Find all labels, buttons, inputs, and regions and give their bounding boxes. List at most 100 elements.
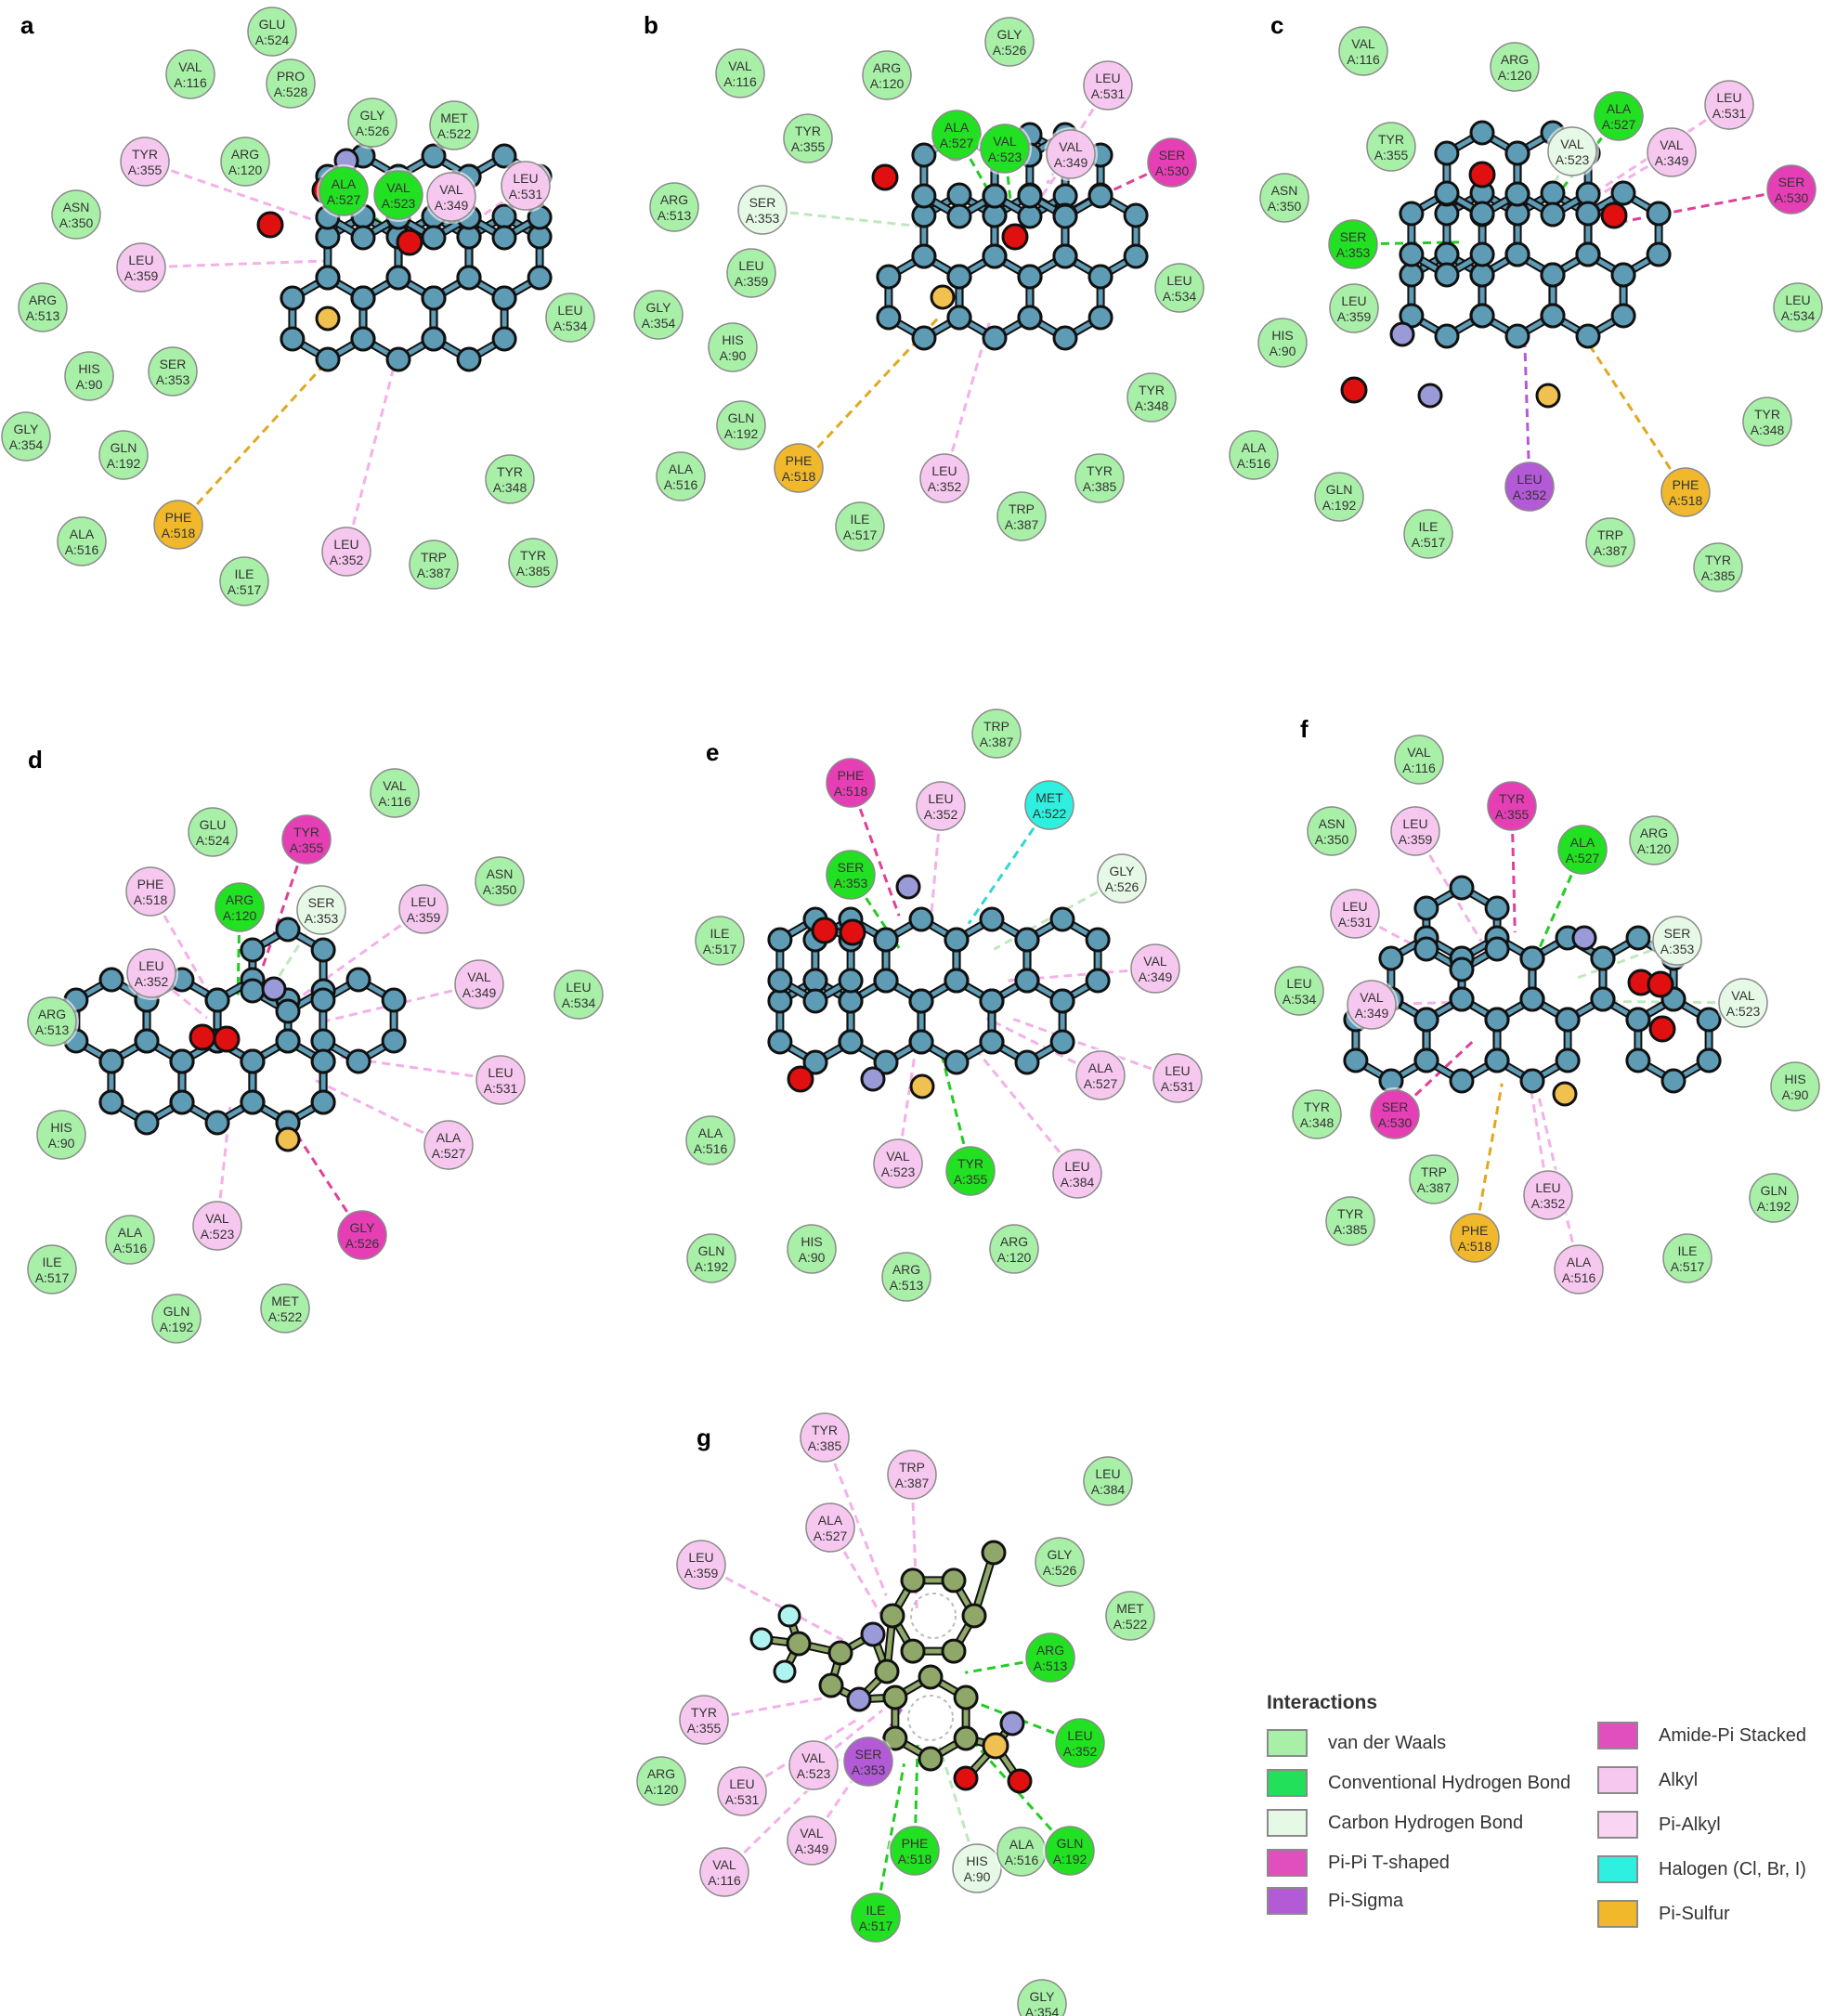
carbon-atom: [1343, 1047, 1369, 1073]
residue-disc: [475, 1055, 526, 1105]
residue-id: A:387: [980, 735, 1014, 749]
carbon-atom: [1049, 988, 1075, 1014]
carbon-atom: [345, 967, 371, 993]
residue-disc: [1330, 889, 1380, 939]
carbon-atom: [275, 1028, 301, 1054]
residue-disc: [188, 807, 238, 857]
residue-disc: [1075, 1050, 1126, 1100]
sulfur-atom: [930, 284, 956, 310]
carbon-atom: [1017, 183, 1043, 209]
residue-id: A:359: [407, 910, 441, 925]
residue-disc: [423, 1120, 474, 1170]
residue-name: LEU: [333, 537, 358, 552]
residue-disc: [105, 1215, 155, 1265]
carbon-atom: [1014, 1049, 1040, 1075]
residue-disc: [1126, 372, 1177, 423]
residue-disc: [1766, 164, 1816, 215]
oxygen-atom: [787, 1065, 814, 1093]
carbon-atom: [1085, 968, 1111, 994]
residue-id: A:349: [1655, 153, 1689, 168]
nitrogen-atom: [1571, 925, 1597, 951]
residue-id: A:531: [1161, 1079, 1195, 1094]
residue-name: ARG: [231, 147, 259, 162]
residue-disc: [27, 1244, 77, 1294]
carbon-atom: [1555, 1047, 1581, 1073]
carbon-atom: [911, 243, 937, 269]
residue-name: TYR: [1378, 132, 1404, 147]
residue-disc: [1, 411, 51, 462]
legend-swatch: [1597, 1766, 1638, 1794]
carbon-atom: [169, 1048, 195, 1074]
residue-id: A:534: [1781, 308, 1816, 323]
residue-id: A:385: [1701, 568, 1736, 583]
residue-name: ALA: [818, 1513, 843, 1528]
oxygen-atom: [1647, 970, 1674, 998]
residue-disc: [508, 538, 558, 588]
residue-name: LEU: [1517, 472, 1542, 487]
residue-disc: [1035, 1537, 1085, 1587]
residue-disc: [125, 866, 176, 917]
residue-disc: [192, 1201, 242, 1251]
carbon-atom: [981, 1540, 1007, 1566]
residue-name: ARG: [892, 1262, 920, 1277]
residue-id: A:516: [113, 1241, 148, 1255]
carbon-atom: [1085, 927, 1111, 953]
legend-swatch: [1267, 1887, 1308, 1915]
carbon-atom: [911, 183, 937, 209]
residue-disc: [1292, 1089, 1342, 1139]
carbon-atom: [1484, 895, 1510, 921]
residue-name: GLN: [163, 1304, 190, 1319]
carbon-atom: [310, 987, 336, 1013]
residue-id: A:353: [1660, 942, 1695, 956]
residue-id: A:349: [1054, 155, 1088, 170]
residue-name: LEU: [928, 791, 953, 806]
residue-disc: [1487, 781, 1537, 831]
interaction-line: [723, 1747, 853, 1874]
residue-id: A:350: [1268, 199, 1302, 214]
residue-id: A:527: [940, 136, 974, 150]
interaction-line: [1522, 327, 1531, 488]
residue-name: VAL: [993, 134, 1017, 149]
residue-disc: [984, 17, 1035, 67]
legend-item: Amide-Pi Stacked: [1597, 1720, 1806, 1751]
residue-id: A:527: [1566, 851, 1600, 865]
residue-name: VAL: [383, 778, 407, 793]
residue-disc: [370, 768, 420, 818]
legend-label: Conventional Hydrogen Bond: [1328, 1772, 1571, 1793]
residue-disc: [952, 1843, 1002, 1893]
residue-name: ALA: [1570, 835, 1595, 850]
residue-name: HIS: [50, 1120, 72, 1135]
residue-id: A:534: [562, 995, 596, 1010]
residue-name: HIS: [78, 361, 99, 376]
carbon-atom: [381, 987, 407, 1013]
oxygen-atom: [189, 1023, 216, 1051]
residue-disc: [429, 100, 479, 150]
residue-name: LEU: [128, 253, 153, 267]
residue-id: A:531: [509, 187, 543, 202]
residue-name: TYR: [812, 1423, 838, 1437]
residue-id: A:387: [1005, 517, 1039, 532]
residue-disc: [633, 290, 684, 340]
residue-disc: [1025, 1632, 1075, 1683]
residue-id: A:513: [1034, 1658, 1068, 1673]
carbon-atom: [838, 988, 864, 1014]
residue-disc: [1773, 282, 1823, 332]
